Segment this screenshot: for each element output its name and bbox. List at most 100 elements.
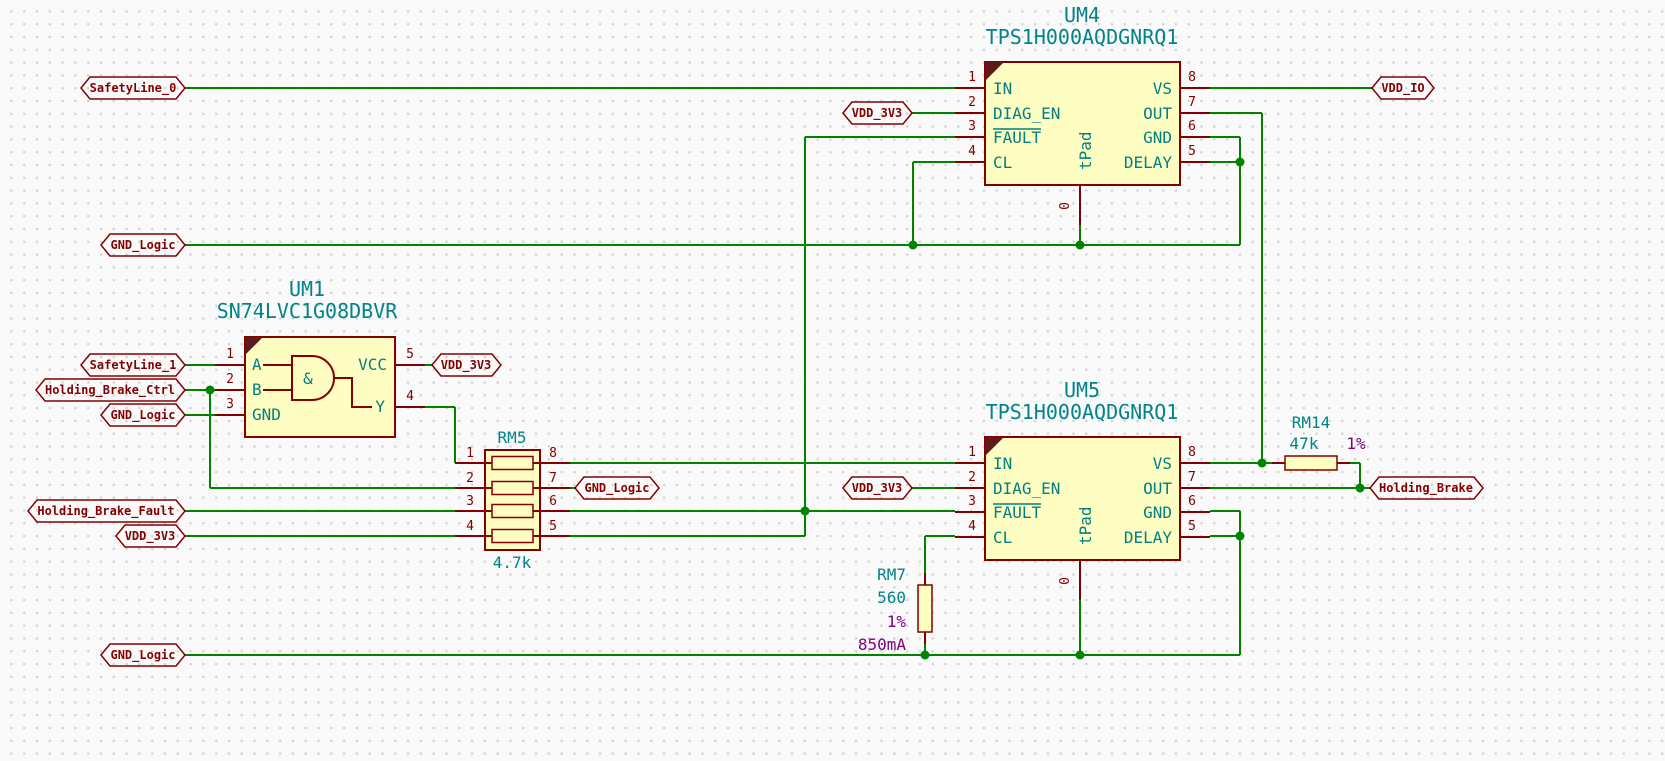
reference-field[interactable]: UM1 [289, 277, 325, 301]
tolerance-field[interactable]: 1% [887, 612, 907, 631]
junction-dot[interactable] [920, 650, 930, 660]
global-label[interactable]: VDD_IO [1371, 76, 1435, 100]
junction-dot[interactable] [1355, 483, 1365, 493]
value-field[interactable]: 4.7k [493, 553, 532, 572]
pin-number: 1 [968, 445, 976, 460]
pin-number: 6 [1188, 119, 1196, 134]
component-um1[interactable]: UM1 SN74LVC1G08DBVR & 1 2 3 5 4 A B GND … [215, 277, 425, 438]
value-field[interactable]: 47k [1290, 434, 1319, 453]
ic-body[interactable] [244, 336, 396, 438]
global-label[interactable]: GND_Logic [574, 476, 660, 500]
pin-number: 2 [466, 471, 474, 486]
pin-number: 0 [1058, 577, 1073, 585]
pin-number: 1 [466, 446, 474, 461]
pin-number: 5 [406, 347, 414, 362]
junction-dot[interactable] [908, 240, 918, 250]
and-gate-shape [291, 355, 335, 401]
component-um4[interactable]: UM4 TPS1H000AQDGNRQ1 1 2 3 4 8 7 6 5 0 I… [955, 3, 1210, 225]
pin-name: DELAY [1124, 528, 1173, 547]
global-label[interactable]: Holding_Brake [1369, 476, 1484, 500]
junctions [205, 157, 1365, 660]
reference-field[interactable]: UM5 [1064, 378, 1100, 402]
pin-name: tPad [1076, 131, 1095, 170]
global-label-shape [100, 233, 186, 257]
pin-number: 6 [549, 494, 557, 509]
global-label-shape [431, 353, 502, 377]
pin-number: 4 [968, 519, 976, 534]
component-rm5[interactable]: RM5 4.7k 1 2 3 4 8 7 6 5 [455, 428, 570, 572]
global-label[interactable]: VDD_3V3 [115, 524, 186, 548]
gate-symbol: & [303, 369, 313, 388]
ic-body[interactable] [984, 61, 1181, 186]
global-label-shape [27, 499, 186, 523]
global-label[interactable]: Holding_Brake_Fault [27, 499, 186, 523]
resistor-element [491, 480, 534, 496]
pin-name: IN [993, 454, 1012, 473]
global-label-text: SafetyLine_1 [90, 358, 177, 373]
pin-name: Y [375, 397, 385, 416]
pin-name: OUT [1143, 479, 1172, 498]
resistor-element [491, 528, 534, 544]
resistor-body[interactable] [917, 584, 933, 633]
component-um5[interactable]: UM5 TPS1H000AQDGNRQ1 1 2 3 4 8 7 6 5 0 I… [955, 378, 1210, 600]
pin-number: 8 [1188, 445, 1196, 460]
global-label[interactable]: Holding_Brake_Ctrl [35, 378, 186, 402]
global-label-shape [115, 524, 186, 548]
ic-body[interactable] [984, 436, 1181, 561]
junction-dot[interactable] [800, 506, 810, 516]
component-rm14[interactable]: RM14 47k 1% [1272, 413, 1366, 471]
pin-name: GND [1143, 128, 1172, 147]
pin-name: DIAG_EN [993, 479, 1060, 498]
junction-dot[interactable] [1257, 458, 1267, 468]
junction-dot[interactable] [1235, 157, 1245, 167]
global-label-shape [100, 403, 186, 427]
pin-name: A [252, 355, 262, 374]
value-field[interactable]: 560 [877, 588, 906, 607]
reference-field[interactable]: RM7 [877, 565, 906, 584]
junction-dot[interactable] [1075, 240, 1085, 250]
global-label-shape [842, 101, 913, 125]
global-label[interactable]: GND_Logic [100, 403, 186, 427]
global-label-text: Holding_Brake_Ctrl [45, 383, 175, 398]
pin-number: 3 [466, 494, 474, 509]
global-label[interactable]: GND_Logic [100, 233, 186, 257]
global-label[interactable]: SafetyLine_0 [80, 76, 186, 100]
reference-field[interactable]: RM5 [498, 428, 527, 447]
value-field[interactable]: SN74LVC1G08DBVR [217, 299, 399, 323]
pin-number: 3 [968, 119, 976, 134]
pin-number: 2 [226, 372, 234, 387]
tolerance-field[interactable]: 1% [1346, 434, 1366, 453]
global-label-text: GND_Logic [110, 648, 175, 663]
value-field[interactable]: TPS1H000AQDGNRQ1 [986, 25, 1179, 49]
global-label[interactable]: SafetyLine_1 [80, 353, 186, 377]
reference-field[interactable]: RM14 [1292, 413, 1331, 432]
pin-number: 6 [1188, 494, 1196, 509]
pin-name: FAULT [993, 503, 1042, 522]
value-field[interactable]: TPS1H000AQDGNRQ1 [986, 400, 1179, 424]
component-rm7[interactable]: RM7 560 1% 850mA [858, 565, 933, 654]
global-label-text: VDD_3V3 [441, 358, 492, 373]
current-field[interactable]: 850mA [858, 635, 907, 654]
global-label-text: VDD_3V3 [125, 529, 176, 544]
junction-dot[interactable] [205, 385, 215, 395]
reference-field[interactable]: UM4 [1064, 3, 1100, 27]
global-label[interactable]: VDD_3V3 [431, 353, 502, 377]
pin-number: 3 [226, 397, 234, 412]
pin1-marker [245, 337, 263, 355]
pin-name: IN [993, 79, 1012, 98]
global-label[interactable]: VDD_3V3 [842, 476, 913, 500]
pin-number: 2 [968, 470, 976, 485]
global-label-shape [80, 353, 186, 377]
resistor-body[interactable] [1284, 455, 1338, 471]
junction-dot[interactable] [1075, 650, 1085, 660]
pin-number: 2 [968, 95, 976, 110]
pin-number: 7 [549, 471, 557, 486]
pin-name: DELAY [1124, 153, 1173, 172]
junction-dot[interactable] [1235, 531, 1245, 541]
global-label[interactable]: GND_Logic [100, 643, 186, 667]
global-label-shape [80, 76, 186, 100]
global-label[interactable]: VDD_3V3 [842, 101, 913, 125]
pin-number: 4 [968, 144, 976, 159]
global-label-shape [842, 476, 913, 500]
